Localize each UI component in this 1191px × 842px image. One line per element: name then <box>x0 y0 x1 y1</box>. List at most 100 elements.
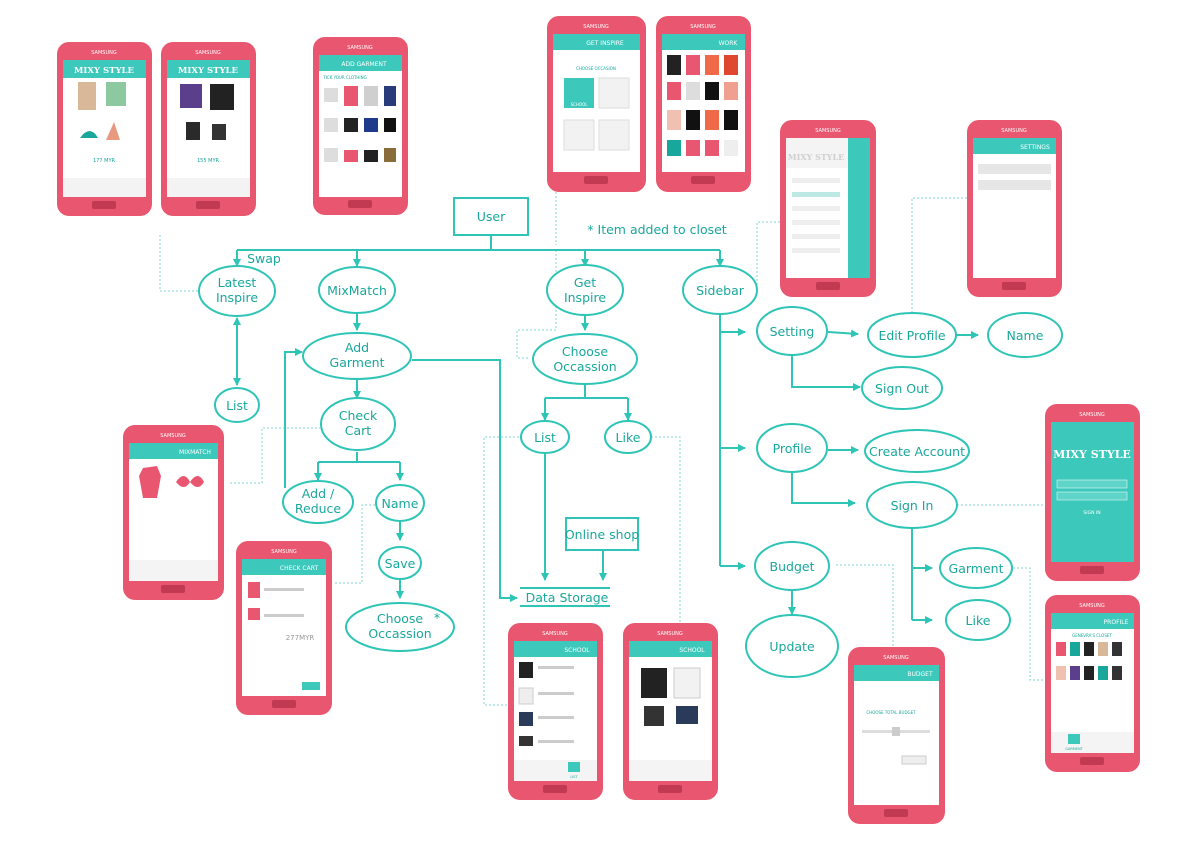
device-brand: SAMSUNG <box>347 45 373 51</box>
device-brand: SAMSUNG <box>160 433 186 439</box>
sidebar-logo: MIXY STYLE <box>788 152 844 162</box>
inspire1-price: 177 MYR <box>93 158 116 164</box>
label-check: Check <box>339 408 378 423</box>
node-name-mid <box>375 484 425 522</box>
device-brand: SAMSUNG <box>91 50 117 56</box>
signin-logo: MIXY STYLE <box>1053 448 1131 461</box>
label-like-right: Like <box>966 613 991 628</box>
label-profile: Profile <box>773 441 812 456</box>
profile-title: PROFILE <box>1104 619 1129 626</box>
label-choose: Choose <box>562 344 608 359</box>
phone-profile: SAMSUNG PROFILE GENEVRA'S CLOSET GARMENT <box>1045 595 1140 772</box>
profile-closet: GENEVRA'S CLOSET <box>1072 633 1112 638</box>
phone-mixmatch: SAMSUNG MIXMATCH <box>123 425 224 600</box>
label-reduce: Reduce <box>295 501 342 516</box>
label-data-storage: Data Storage <box>526 590 609 605</box>
label-swap: Swap <box>247 251 281 266</box>
node-list-left <box>214 387 260 423</box>
node-create-account <box>864 429 970 473</box>
occasion-school[interactable]: SCHOOL <box>571 102 589 107</box>
device-brand: SAMSUNG <box>1079 412 1105 418</box>
label-inspire: Inspire <box>216 290 258 305</box>
label-occassion: Occassion <box>553 359 616 374</box>
label-inspire2: Inspire <box>564 290 606 305</box>
label-mixmatch: MixMatch <box>327 283 387 298</box>
budget-title: BUDGET <box>907 671 933 678</box>
node-latest-inspire <box>198 265 276 317</box>
node-name-right <box>987 312 1063 358</box>
node-garment <box>939 547 1013 589</box>
label-setting: Setting <box>770 324 815 339</box>
device-brand: SAMSUNG <box>1001 128 1027 134</box>
budget-sub: CHOOSE TOTAL BUDGET <box>866 710 916 715</box>
node-budget <box>754 541 830 591</box>
phone-inspire-2: SAMSUNG MIXY STYLE 155 MYR <box>161 42 256 216</box>
label-latest: Latest <box>218 275 257 290</box>
label-garment: Garment <box>949 561 1004 576</box>
online-shop-box <box>565 517 639 551</box>
phone-check-cart: SAMSUNG CHECK CART 277MYR <box>236 541 332 715</box>
label-online-shop: Online shop <box>565 527 639 542</box>
add-garment-sub: TICK YOUR CLOTHING <box>322 75 366 80</box>
node-list-mid <box>520 420 570 454</box>
node-sidebar <box>682 265 758 315</box>
node-save <box>378 546 422 580</box>
device-brand: SAMSUNG <box>657 631 683 637</box>
phone-get-inspire: SAMSUNG GET INSPIRE CHOOSE OCCASION SCHO… <box>547 16 646 192</box>
phone-signin: SAMSUNG MIXY STYLE SIGN IN <box>1045 404 1140 581</box>
label-list-mid: List <box>534 430 556 445</box>
flow-lines <box>233 236 979 624</box>
phone-settings: SAMSUNG SETTINGS <box>967 120 1062 297</box>
label-user: User <box>477 209 506 224</box>
label-budget: Budget <box>770 559 815 574</box>
node-add-garment <box>302 332 412 380</box>
phone-budget: SAMSUNG BUDGET CHOOSE TOTAL BUDGET <box>848 647 945 824</box>
label-add-reduce: Add /Reduce <box>295 486 342 516</box>
phone-school-list: SAMSUNG SCHOOL LIST <box>508 623 603 800</box>
label-cart: Cart <box>345 423 372 438</box>
phone-inspire-1: SAMSUNG MIXY STYLE 177 MYR <box>57 42 152 216</box>
school-list-tab[interactable]: LIST <box>570 775 578 779</box>
get-inspire-title: GET INSPIRE <box>586 40 624 47</box>
get-inspire-sub: CHOOSE OCCASION <box>576 66 616 71</box>
node-get-inspire <box>546 264 624 316</box>
settings-title: SETTINGS <box>1020 144 1050 151</box>
label-star: * <box>434 610 440 625</box>
label-add: Add <box>345 340 369 355</box>
node-add-reduce <box>282 480 354 524</box>
signin-button[interactable]: SIGN IN <box>1083 510 1100 516</box>
dotted-connectors <box>159 192 1045 706</box>
node-check-cart <box>320 397 396 451</box>
label-create-account: Create Account <box>869 444 965 459</box>
label-update: Update <box>769 639 815 654</box>
node-sign-in <box>866 481 958 529</box>
label-get: Get <box>574 275 596 290</box>
node-update <box>745 614 839 678</box>
label-name-mid: Name <box>382 496 419 511</box>
label-list-left: List <box>226 398 248 413</box>
node-setting <box>756 306 828 356</box>
cart-total: 277MYR <box>286 634 315 642</box>
add-garment-title: ADD GARMENT <box>341 61 387 68</box>
work-title: WORK <box>719 40 739 47</box>
node-like-right <box>945 599 1011 641</box>
school-like-title: SCHOOL <box>679 647 705 654</box>
profile-tab-garment[interactable]: GARMENT <box>1065 747 1083 751</box>
label-edit-profile: Edit Profile <box>878 328 945 343</box>
label-choose-b: Choose <box>377 611 423 626</box>
node-choose-occasion-bottom <box>345 602 455 652</box>
label-add-slash: Add / <box>302 486 335 501</box>
phone-work: SAMSUNG WORK <box>656 16 751 192</box>
label-sidebar: Sidebar <box>696 283 745 298</box>
node-like-mid <box>604 420 652 454</box>
phone-add-garment: SAMSUNG ADD GARMENT TICK YOUR CLOTHING <box>313 37 408 215</box>
node-profile <box>756 423 828 473</box>
device-brand: SAMSUNG <box>690 24 716 30</box>
node-edit-profile <box>867 312 957 358</box>
